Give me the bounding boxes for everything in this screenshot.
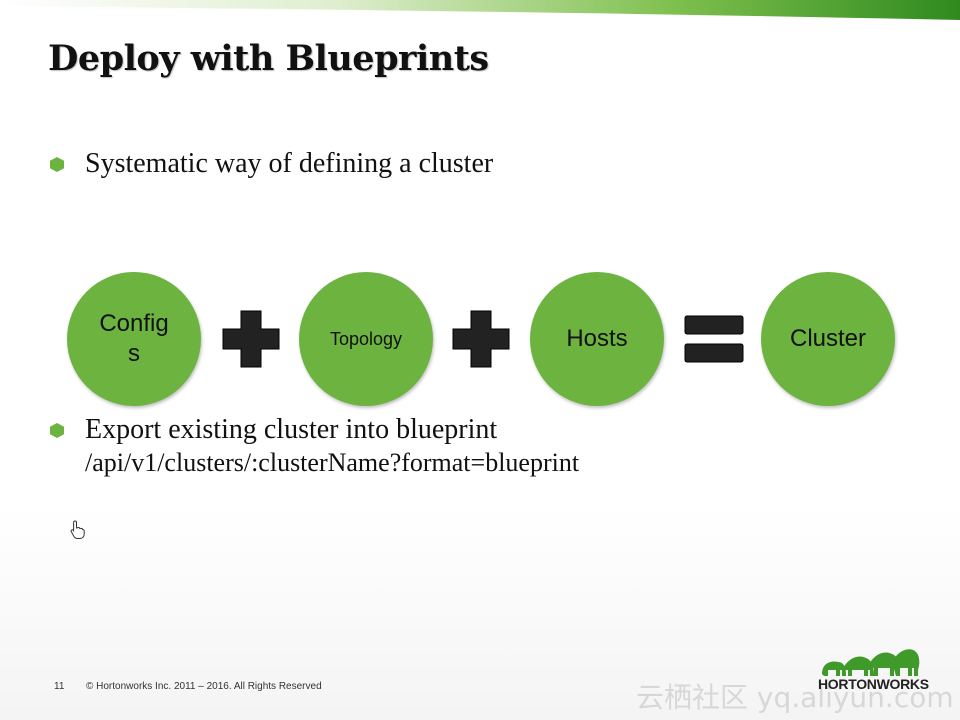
bullet-item: Export existing cluster into blueprint /…	[50, 414, 930, 484]
copyright-text: © Hortonworks Inc. 2011 – 2016. All Righ…	[86, 681, 322, 692]
page-number: 11	[54, 681, 65, 692]
hexagon-bullet-icon	[50, 157, 64, 172]
topology-circle: Topology	[299, 272, 433, 406]
api-endpoint-text: /api/v1/clusters/:clusterName?format=blu…	[85, 448, 580, 477]
hand-cursor-icon	[70, 520, 85, 539]
bullet-item: Systematic way of defining a cluster	[50, 148, 930, 188]
hosts-label: Hosts	[566, 325, 628, 352]
watermark-text: 云栖社区 yq.aliyun.com	[636, 681, 954, 714]
hortonworks-elephants-logo-icon	[822, 649, 920, 676]
plus-icon	[222, 310, 280, 368]
equals-icon	[684, 315, 744, 363]
top-decoration-bar	[0, 0, 960, 20]
cluster-circle: Cluster	[761, 272, 895, 406]
bullet-text: Systematic way of defining a cluster	[85, 148, 494, 179]
configs-circle: Configs	[67, 272, 201, 406]
topology-label: Topology	[329, 328, 403, 349]
cluster-label: Cluster	[789, 325, 867, 352]
plus-icon	[452, 310, 510, 368]
logo-text: HORTONWORKS	[818, 676, 929, 692]
configs-label: Configs	[99, 310, 169, 367]
bullet-text: Export existing cluster into blueprint	[85, 414, 498, 445]
slide-title: Deploy with Blueprints	[48, 38, 489, 79]
hexagon-bullet-icon	[50, 423, 64, 438]
hosts-circle: Hosts	[530, 272, 664, 406]
